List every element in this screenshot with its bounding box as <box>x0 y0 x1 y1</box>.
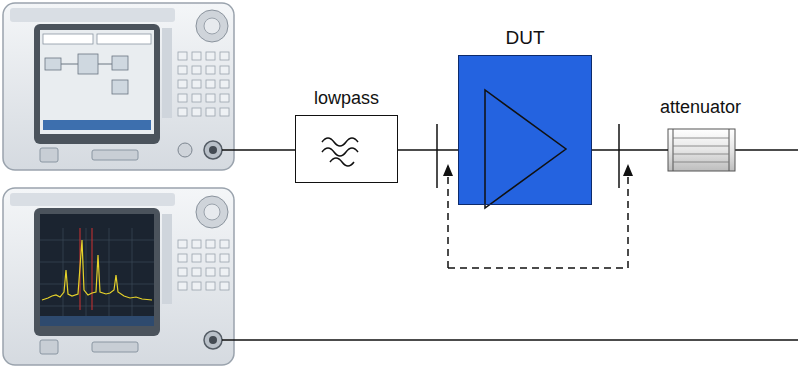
node-label: DUT <box>505 28 544 49</box>
calibration-bracket <box>448 166 628 268</box>
reference-plane <box>618 124 620 188</box>
node-label: lowpass <box>314 89 379 109</box>
bracket-arrowheads <box>443 164 633 176</box>
analyzer-wire <box>222 339 798 341</box>
signal-generator <box>3 3 234 170</box>
spectrum-analyzer <box>3 188 234 365</box>
node-label: attenuator <box>660 98 741 118</box>
reference-plane <box>436 124 438 188</box>
dut-fill <box>458 55 592 205</box>
amplifier-symbol <box>485 90 566 208</box>
signal-line <box>398 150 458 151</box>
attenuator-symbol <box>668 129 735 171</box>
attenuator-box: attenuator <box>668 129 735 171</box>
filter-box: lowpass <box>295 115 398 183</box>
lowpass-symbol <box>322 138 358 166</box>
output-wire <box>735 149 798 151</box>
generator-wire <box>222 149 295 151</box>
dut-box: DUT <box>458 55 592 205</box>
signal-line <box>592 150 668 151</box>
